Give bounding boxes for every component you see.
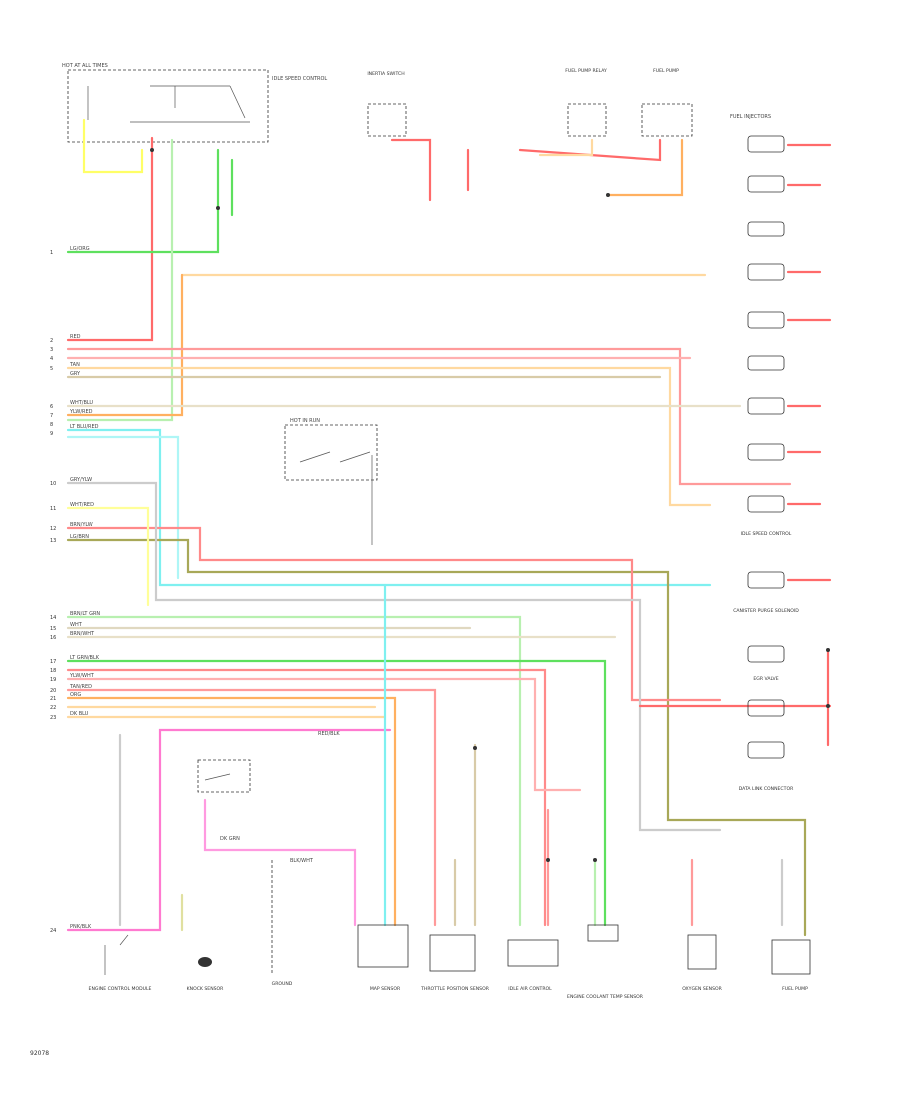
canister-purge-label: CANISTER PURGE SOLENOID <box>733 608 799 614</box>
ecm-pin-labels: 1 2 3 4 5 6 7 8 9 10 11 12 13 14 15 16 1… <box>50 250 56 934</box>
wire-label-lg-org: LG/ORG <box>70 246 90 252</box>
pin-1: 1 <box>50 250 53 256</box>
pin-18: 18 <box>50 668 56 674</box>
fuel-pump-label: FUEL PUMP <box>653 68 679 74</box>
hot-at-all-times-label: HOT AT ALL TIMES <box>62 63 108 69</box>
wire-label-dk-grn: DK GRN <box>220 836 240 842</box>
pin-12: 12 <box>50 526 56 532</box>
wire-label-wht: WHT <box>70 622 83 628</box>
wire-label-red-blk: RED/BLK <box>318 731 340 737</box>
pin-3: 3 <box>50 347 53 353</box>
wire-label-lt-blu-red: LT BLU/RED <box>70 424 99 430</box>
wire-color-labels: LG/ORG RED TAN GRY WHT/BLU YLW/RED LT BL… <box>69 246 340 930</box>
knock-sensor-label: KNOCK SENSOR <box>187 986 225 992</box>
idle-speed-label: IDLE SPEED CONTROL <box>741 531 792 537</box>
pin-7: 7 <box>50 413 53 419</box>
iac-label: IDLE AIR CONTROL <box>508 986 552 992</box>
pin-4: 4 <box>50 356 53 362</box>
wire-label-lg-brn: LG/BRN <box>70 534 89 540</box>
pin-22: 22 <box>50 705 56 711</box>
wire-label-brn-wht: BRN/WHT <box>70 631 95 637</box>
bottom-components: ENGINE CONTROL MODULE KNOCK SENSOR GROUN… <box>89 860 811 1000</box>
wire-runs <box>66 118 832 937</box>
data-link-label: DATA LINK CONNECTOR <box>739 786 794 792</box>
wire-label-gry: GRY <box>70 371 81 377</box>
wire-label-blk-wht: BLK/WHT <box>290 858 314 864</box>
diagram-code: 92078 <box>30 1050 49 1057</box>
egr-label: EGR VALVE <box>753 676 778 682</box>
pin-24: 24 <box>50 928 56 934</box>
wire-label-tan-red: TAN/RED <box>69 684 92 690</box>
fuel-injectors: FUEL INJECTORS IDLE SPEED CONTROL CANIST… <box>730 114 799 792</box>
fuel-pump-relay-label: FUEL PUMP RELAY <box>565 68 607 74</box>
pin-16: 16 <box>50 635 56 641</box>
wire-label-dk-blu: DK BLU <box>70 711 89 717</box>
wire-label-red: RED <box>70 334 81 340</box>
wire-label-pnk-blk: PNK/BLK <box>70 924 92 930</box>
hot-in-run-label: HOT IN RUN <box>290 418 320 424</box>
pin-15: 15 <box>50 626 56 632</box>
wire-label-wht-red: WHT/RED <box>70 502 94 508</box>
ecm-relay-box: HOT AT ALL TIMES IDLE SPEED CONTROL <box>62 63 327 143</box>
sensor-module <box>197 759 251 793</box>
pin-10: 10 <box>50 481 56 487</box>
pin-14: 14 <box>50 615 56 621</box>
inertia-switch-label: INERTIA SWITCH <box>367 71 404 77</box>
wire-label-wht-blu: WHT/BLU <box>70 400 93 406</box>
splice-dots <box>150 148 830 862</box>
wire-label-gry-ylw: GRY/YLW <box>70 477 92 483</box>
map-sensor-label: MAP SENSOR <box>370 986 401 992</box>
ecm-label: ENGINE CONTROL MODULE <box>89 986 152 992</box>
pin-17: 17 <box>50 659 56 665</box>
wire-label-ylw-red: YLW/RED <box>69 409 93 415</box>
fuel-pump-bottom-label: FUEL PUMP <box>782 986 808 992</box>
pin-11: 11 <box>50 506 56 512</box>
o2-sensor-label: OXYGEN SENSOR <box>682 986 722 992</box>
wire-label-brn-lg: BRN/LT GRN <box>70 611 100 617</box>
pin-13: 13 <box>50 538 56 544</box>
relay-caption: IDLE SPEED CONTROL <box>272 76 327 82</box>
pin-21: 21 <box>50 696 56 702</box>
pin-20: 20 <box>50 688 56 694</box>
pin-9: 9 <box>50 431 53 437</box>
wire-label-brn-ylw: BRN/YLW <box>70 522 93 528</box>
fuel-injectors-label: FUEL INJECTORS <box>730 114 771 120</box>
pin-5: 5 <box>50 366 53 372</box>
pin-2: 2 <box>50 338 53 344</box>
tps-label: THROTTLE POSITION SENSOR <box>420 986 490 992</box>
wire-label-ylw-wht: YLW/WHT <box>69 673 95 679</box>
pin-23: 23 <box>50 715 56 721</box>
ignition-switch-box: HOT IN RUN <box>284 418 378 545</box>
pin-6: 6 <box>50 404 53 410</box>
fuel-pump-relay-group: INERTIA SWITCH FUEL PUMP RELAY FUEL PUMP <box>367 68 693 137</box>
ect-label: ENGINE COOLANT TEMP SENSOR <box>567 994 644 1000</box>
wire-label-lt-grn: LT GRN/BLK <box>70 655 100 661</box>
pin-8: 8 <box>50 422 53 428</box>
wire-label-org: ORG <box>70 692 81 698</box>
ground-label: GROUND <box>272 981 293 987</box>
wire-label-tan: TAN <box>69 362 80 368</box>
pin-19: 19 <box>50 677 56 683</box>
